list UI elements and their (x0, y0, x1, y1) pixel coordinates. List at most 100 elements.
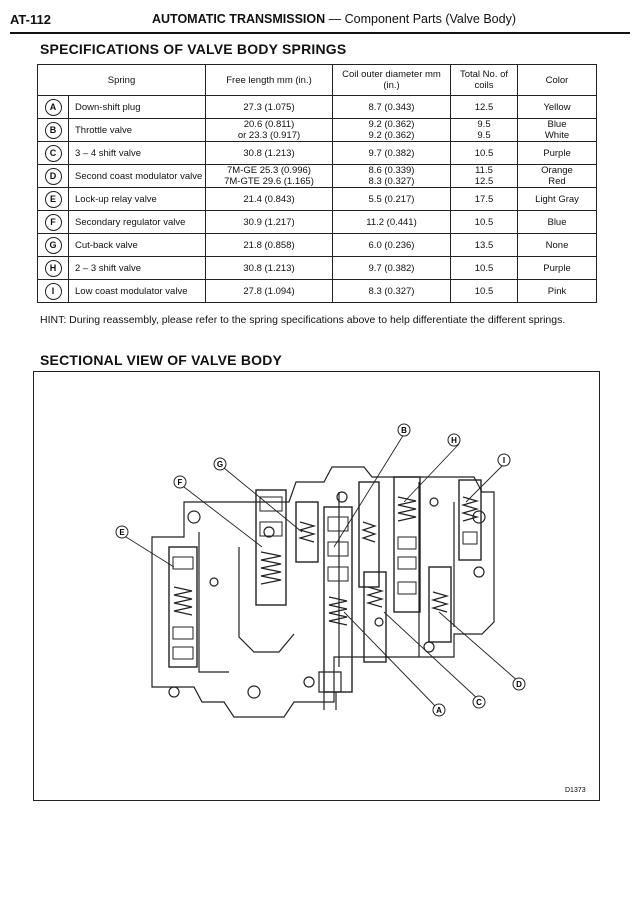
callout-label: F (178, 478, 183, 487)
callout-g: G (213, 457, 227, 471)
page-number: AT-112 (10, 12, 51, 27)
circled-letter: C (44, 144, 62, 162)
total-coils-cell: 12.5 (450, 95, 518, 119)
color-cell: None (517, 233, 597, 257)
total-coils-cell-line: 11.5 (475, 165, 493, 176)
callout-label: D (516, 680, 522, 689)
free-length-cell: 27.8 (1.094) (205, 279, 333, 303)
spring-name: Cut-back valve (68, 233, 206, 257)
callout-label: B (401, 426, 407, 435)
free-length-cell-line: 7M-GE 25.3 (0.996) (227, 165, 311, 176)
coil-diameter-cell-line: 8.7 (0.343) (368, 101, 415, 113)
callout-label: G (217, 460, 223, 469)
callout-f: F (173, 475, 187, 489)
coil-diameter-cell: 8.7 (0.343) (332, 95, 451, 119)
circled-letter: H (44, 259, 62, 277)
color-cell: Purple (517, 256, 597, 280)
spring-spec-table: Spring Free length mm (in.) Coil outer d… (37, 64, 597, 303)
section-name: AUTOMATIC TRANSMISSION (152, 12, 326, 26)
total-coils-cell-line: 10.5 (474, 216, 494, 228)
free-length-cell: 7M-GE 25.3 (0.996)7M-GTE 29.6 (1.165) (205, 164, 333, 188)
row-letter-cell: F (37, 210, 69, 234)
spring-name: Down-shift plug (68, 95, 206, 119)
header-title: AUTOMATIC TRANSMISSION — Component Parts… (152, 12, 516, 26)
callout-d: D (512, 677, 526, 691)
spring-name: Throttle valve (68, 118, 206, 142)
free-length-cell-line: or 23.3 (0.917) (237, 130, 301, 141)
color-cell-line: Purple (543, 147, 571, 159)
total-coils-cell-line: 12.5 (474, 176, 494, 187)
sectional-heading: SECTIONAL VIEW OF VALVE BODY (40, 352, 283, 368)
circled-letter: G (44, 236, 62, 254)
col-free-length: Free length mm (in.) (205, 64, 333, 96)
circled-letter: A (44, 98, 62, 116)
circled-letter: B (44, 121, 62, 139)
callout-label: A (436, 706, 442, 715)
free-length-cell-line: 21.8 (0.858) (243, 239, 295, 251)
total-coils-cell-line: 10.5 (474, 262, 494, 274)
total-coils-cell-line: 9.5 (477, 119, 491, 130)
callout-h: H (447, 433, 461, 447)
row-letter-cell: G (37, 233, 69, 257)
table-row: A Down-shift plug 27.3 (1.075) 8.7 (0.343) 1… (37, 95, 597, 119)
total-coils-cell: 10.5 (450, 210, 518, 234)
free-length-cell: 30.9 (1.217) (205, 210, 333, 234)
free-length-cell-line: 30.8 (1.213) (243, 262, 295, 274)
total-coils-cell: 17.5 (450, 187, 518, 211)
row-letter-cell: C (37, 141, 69, 165)
circled-letter: F (44, 213, 62, 231)
coil-diameter-cell-line: 6.0 (0.236) (368, 239, 415, 251)
valve-body-figure: A B C D E F G H I D1373 (33, 371, 600, 801)
callout-i: I (497, 453, 511, 467)
free-length-cell: 20.6 (0.811)or 23.3 (0.917) (205, 118, 333, 142)
table-header-row: Spring Free length mm (in.) Coil outer d… (37, 64, 597, 96)
free-length-cell-line: 27.3 (1.075) (243, 101, 295, 113)
coil-diameter-cell: 8.3 (0.327) (332, 279, 451, 303)
color-cell: Blue (517, 210, 597, 234)
callout-label: I (503, 456, 505, 465)
col-spring: Spring (37, 64, 206, 96)
coil-diameter-cell: 11.2 (0.441) (332, 210, 451, 234)
table-row: G Cut-back valve 21.8 (0.858) 6.0 (0.236) 13… (37, 233, 597, 257)
color-cell: Purple (517, 141, 597, 165)
callout-label: C (476, 698, 482, 707)
total-coils-cell: 10.5 (450, 256, 518, 280)
row-letter-cell: E (37, 187, 69, 211)
coil-diameter-cell: 9.2 (0.362)9.2 (0.362) (332, 118, 451, 142)
col-color: Color (517, 64, 597, 96)
free-length-cell: 27.3 (1.075) (205, 95, 333, 119)
coil-diameter-cell: 9.7 (0.382) (332, 141, 451, 165)
spring-name: 2 – 3 shift valve (68, 256, 206, 280)
valve-body-drawing: A B C D E F G H I D1373 (115, 423, 586, 794)
col-coil-diameter: Coil outer diameter mm (in.) (332, 64, 451, 96)
color-cell-line: None (545, 239, 569, 251)
color-cell: Yellow (517, 95, 597, 119)
callout-b: B (397, 423, 411, 437)
free-length-cell: 30.8 (1.213) (205, 256, 333, 280)
coil-diameter-cell-line: 5.5 (0.217) (368, 193, 415, 205)
total-coils-cell: 10.5 (450, 279, 518, 303)
coil-diameter-cell-line: 8.3 (0.327) (368, 176, 415, 187)
color-cell-line: Purple (543, 262, 571, 274)
color-cell-line: Pink (547, 285, 567, 297)
coil-diameter-cell-line: 8.6 (0.339) (368, 165, 415, 176)
total-coils-cell: 13.5 (450, 233, 518, 257)
total-coils-cell-line: 13.5 (474, 239, 494, 251)
total-coils-cell-line: 10.5 (474, 285, 494, 297)
color-cell-line: Red (548, 176, 566, 187)
spring-name: Second coast modulator valve (68, 164, 206, 188)
callout-label: E (119, 528, 125, 537)
figure-code: D1373 (565, 787, 586, 794)
free-length-cell: 21.8 (0.858) (205, 233, 333, 257)
coil-diameter-cell-line: 8.3 (0.327) (368, 285, 415, 297)
row-letter-cell: D (37, 164, 69, 188)
total-coils-cell-line: 12.5 (474, 101, 494, 113)
total-coils-cell-line: 10.5 (474, 147, 494, 159)
spring-name: 3 – 4 shift valve (68, 141, 206, 165)
